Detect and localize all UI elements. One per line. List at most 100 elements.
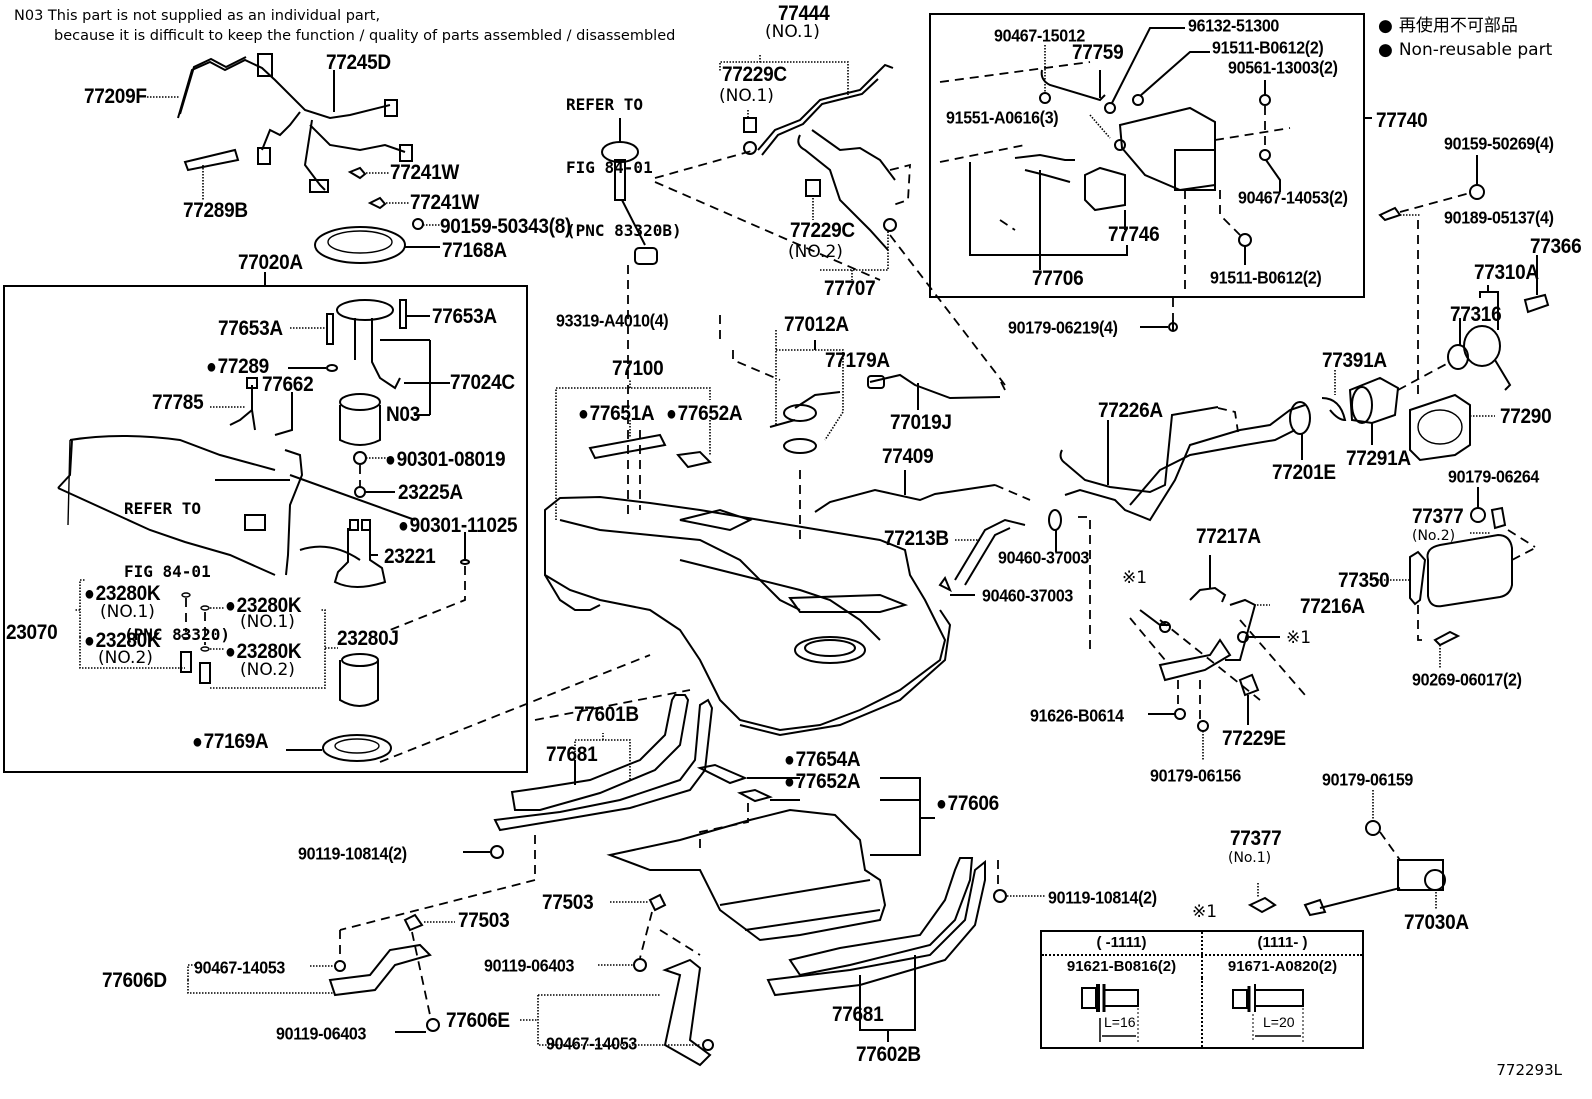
part-label[interactable]: 77391A	[1322, 348, 1387, 373]
part-label[interactable]: 77291A	[1346, 446, 1411, 471]
part-label[interactable]: 77444	[778, 1, 830, 26]
part-label[interactable]: 90467-15012	[994, 27, 1086, 47]
part-label[interactable]: 77310A	[1474, 260, 1539, 285]
part-label[interactable]: 77706	[1032, 266, 1084, 291]
part-label[interactable]: 90467-14053	[194, 959, 286, 979]
part-label[interactable]: 77229C	[790, 218, 855, 243]
part-label[interactable]: 77503	[542, 890, 594, 915]
part-label[interactable]: 77030A	[1404, 910, 1469, 935]
part-label[interactable]: 77681	[546, 742, 598, 767]
part-label-nonreusable[interactable]: 77651A	[578, 402, 655, 426]
part-label[interactable]: 77226A	[1098, 398, 1163, 423]
part-label[interactable]: 90119-10814(2)	[1048, 889, 1157, 909]
part-label-nonreusable[interactable]: 90301-11025	[398, 514, 518, 538]
part-label-nonreusable[interactable]: 77652A	[666, 402, 743, 426]
part-label[interactable]: 90119-10814(2)	[298, 845, 407, 865]
part-label[interactable]: 77602B	[856, 1042, 921, 1067]
part-label[interactable]: 77707	[824, 276, 876, 301]
part-label[interactable]: 90189-05137(4)	[1444, 209, 1554, 229]
part-label[interactable]: 77290	[1500, 404, 1552, 429]
part-label-nonreusable[interactable]: 23280K	[225, 594, 302, 618]
part-label[interactable]: 77366	[1530, 234, 1582, 259]
part-label[interactable]: 90269-06017(2)	[1412, 671, 1522, 691]
reference-pnc-83320b[interactable]: REFER TO FIG 84-01 (PNC 83320B)	[566, 52, 682, 262]
part-label[interactable]: 90179-06156	[1150, 767, 1242, 787]
part-label[interactable]: 90460-37003	[998, 549, 1090, 569]
part-label[interactable]: 91626-B0614	[1030, 707, 1124, 727]
part-label[interactable]: 77024C	[450, 370, 515, 395]
part-label[interactable]: 23280J	[337, 626, 399, 651]
part-label[interactable]: N03	[386, 402, 420, 427]
part-label-nonreusable[interactable]: 77169A	[192, 730, 269, 754]
part-label[interactable]: 77229E	[1222, 726, 1286, 751]
part-label[interactable]: 77012A	[784, 312, 849, 337]
part-label[interactable]: 90460-37003	[982, 587, 1074, 607]
bolt-table-col1-part[interactable]: 91621-B0816(2)	[1042, 956, 1203, 978]
part-label[interactable]: 77316	[1450, 302, 1502, 327]
part-label[interactable]: 77503	[458, 908, 510, 933]
note-line-1: This part is not supplied as an individu…	[47, 8, 381, 24]
canister-77740-shape	[1014, 69, 1216, 212]
part-label[interactable]: 77179A	[825, 348, 890, 373]
part-label[interactable]: 77216A	[1300, 594, 1365, 619]
part-label[interactable]: 77350	[1338, 568, 1390, 593]
part-label[interactable]: 77289B	[183, 198, 248, 223]
bolt-table-col2-part[interactable]: 91671-A0820(2)	[1227, 958, 1338, 975]
part-label[interactable]: 77019J	[890, 410, 952, 435]
part-label[interactable]: 91511-B0612(2)	[1210, 269, 1322, 289]
part-label-nonreusable[interactable]: 90301-08019	[385, 448, 506, 472]
part-label[interactable]: 90179-06219(4)	[1008, 319, 1118, 339]
part-label[interactable]: 77601B	[574, 702, 639, 727]
part-label[interactable]: 77377	[1230, 826, 1282, 851]
part-label[interactable]: 23225A	[398, 480, 463, 505]
part-label[interactable]: 77740	[1376, 108, 1428, 133]
part-label[interactable]: 77606D	[102, 968, 167, 993]
part-label-nonreusable[interactable]: 23280K	[225, 640, 302, 664]
part-label[interactable]: 77409	[882, 444, 934, 469]
part-label[interactable]: 90119-06403	[484, 957, 575, 977]
part-label[interactable]: 77653A	[218, 316, 283, 341]
part-label[interactable]: 93319-A4010(4)	[556, 312, 669, 332]
part-label[interactable]: 77681	[832, 1002, 884, 1027]
part-label[interactable]: 90159-50269(4)	[1444, 135, 1554, 155]
part-label[interactable]: 90467-14053	[546, 1035, 638, 1055]
part-label[interactable]: 90179-06264	[1448, 468, 1540, 488]
part-label[interactable]: 77785	[152, 390, 204, 415]
part-label[interactable]: 96132-51300	[1188, 17, 1280, 37]
part-label[interactable]: 90179-06159	[1322, 771, 1414, 791]
part-label[interactable]: 23070	[6, 620, 58, 645]
part-label[interactable]: 77662	[262, 372, 314, 397]
part-label[interactable]: 77201E	[1272, 460, 1336, 485]
part-label[interactable]: 91551-A0616(3)	[946, 109, 1059, 129]
part-label-nonreusable[interactable]: 23280K	[84, 582, 161, 606]
part-label[interactable]: 90561-13003(2)	[1228, 59, 1338, 79]
bracket-77217a-shape	[1189, 586, 1227, 603]
part-label[interactable]: 90467-14053(2)	[1238, 189, 1348, 209]
part-label[interactable]: 77209F	[84, 84, 147, 109]
part-label[interactable]: 77229C	[722, 62, 787, 87]
part-label[interactable]: 90159-50343(8)	[440, 214, 572, 239]
part-label[interactable]: 91511-B0612(2)	[1212, 39, 1324, 59]
part-label[interactable]: 77245D	[326, 50, 391, 75]
part-label[interactable]: 23221	[384, 544, 436, 569]
part-label[interactable]: 77653A	[432, 304, 497, 329]
part-sublabel: (NO.2)	[788, 242, 843, 262]
part-label[interactable]: 77020A	[238, 250, 303, 275]
part-label[interactable]: 77100	[612, 356, 664, 381]
part-label-nonreusable[interactable]: 77652A	[784, 770, 861, 794]
part-label[interactable]: 90119-06403	[276, 1025, 367, 1045]
part-label[interactable]: 77168A	[442, 238, 507, 263]
part-label[interactable]: 77217A	[1196, 524, 1261, 549]
part-label[interactable]: 77213B	[884, 526, 949, 551]
part-label-nonreusable[interactable]: 77289	[206, 355, 270, 379]
part-label-nonreusable[interactable]: 23280K	[84, 629, 161, 653]
part-label[interactable]: 77241W	[390, 160, 459, 185]
part-label[interactable]: 77606E	[446, 1008, 510, 1033]
part-label[interactable]: 77759	[1072, 40, 1124, 65]
part-label[interactable]: 77377	[1412, 504, 1464, 529]
part-label[interactable]: 77746	[1108, 222, 1160, 247]
hose-77213b-shape	[954, 518, 1026, 581]
part-label-nonreusable[interactable]: 77606	[936, 792, 1000, 816]
part-label-nonreusable[interactable]: 77654A	[784, 748, 861, 772]
part-label[interactable]: 77241W	[410, 190, 479, 215]
